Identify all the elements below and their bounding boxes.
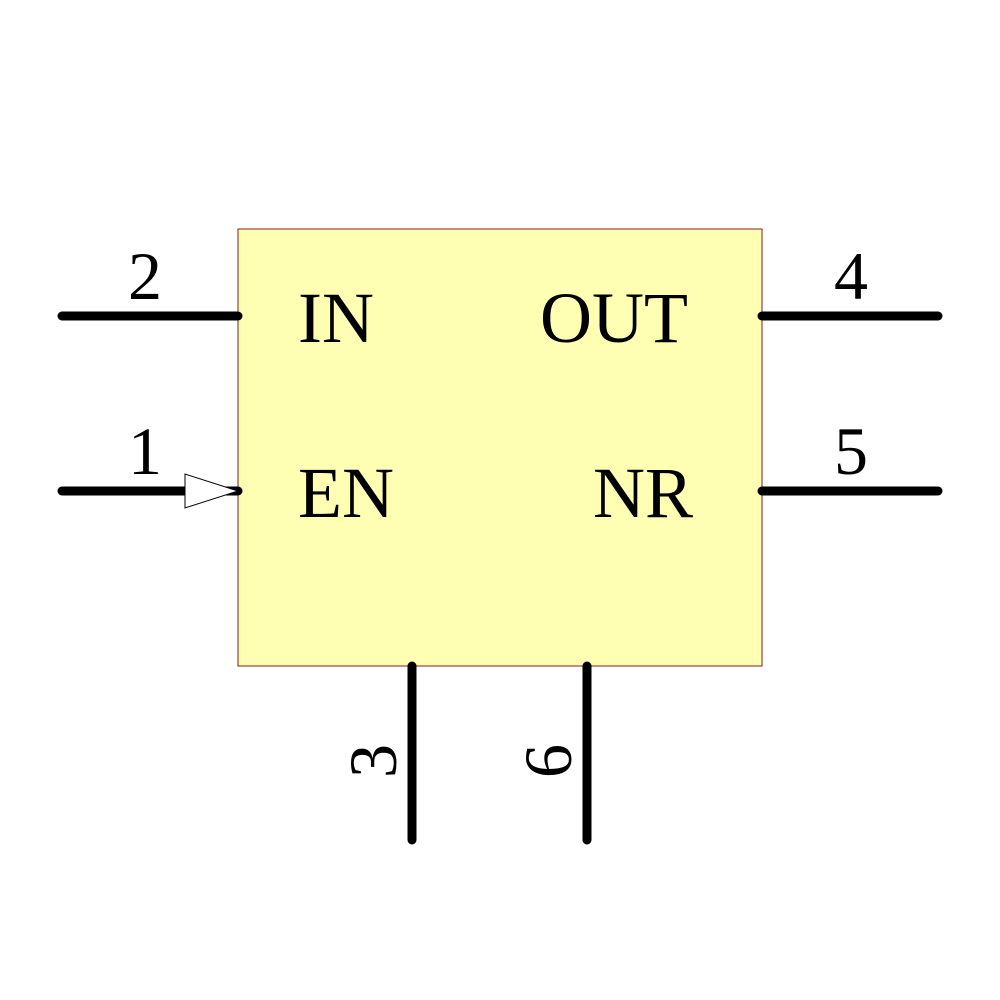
pin-2-number: 2 xyxy=(128,238,162,314)
pin-nr-label: NR xyxy=(593,453,693,533)
component-body xyxy=(237,228,763,667)
pin-4-number: 4 xyxy=(834,238,868,314)
pin-5-number: 5 xyxy=(834,413,868,489)
pin-en-label: EN xyxy=(298,453,394,533)
pin-1-number: 1 xyxy=(128,413,162,489)
pin-6-number: 6 xyxy=(510,744,586,778)
triangle-arrow-icon xyxy=(184,473,240,509)
pin-in-label: IN xyxy=(298,278,374,358)
pin-3-number: 3 xyxy=(335,744,411,778)
pin-out-label: OUT xyxy=(540,278,688,358)
